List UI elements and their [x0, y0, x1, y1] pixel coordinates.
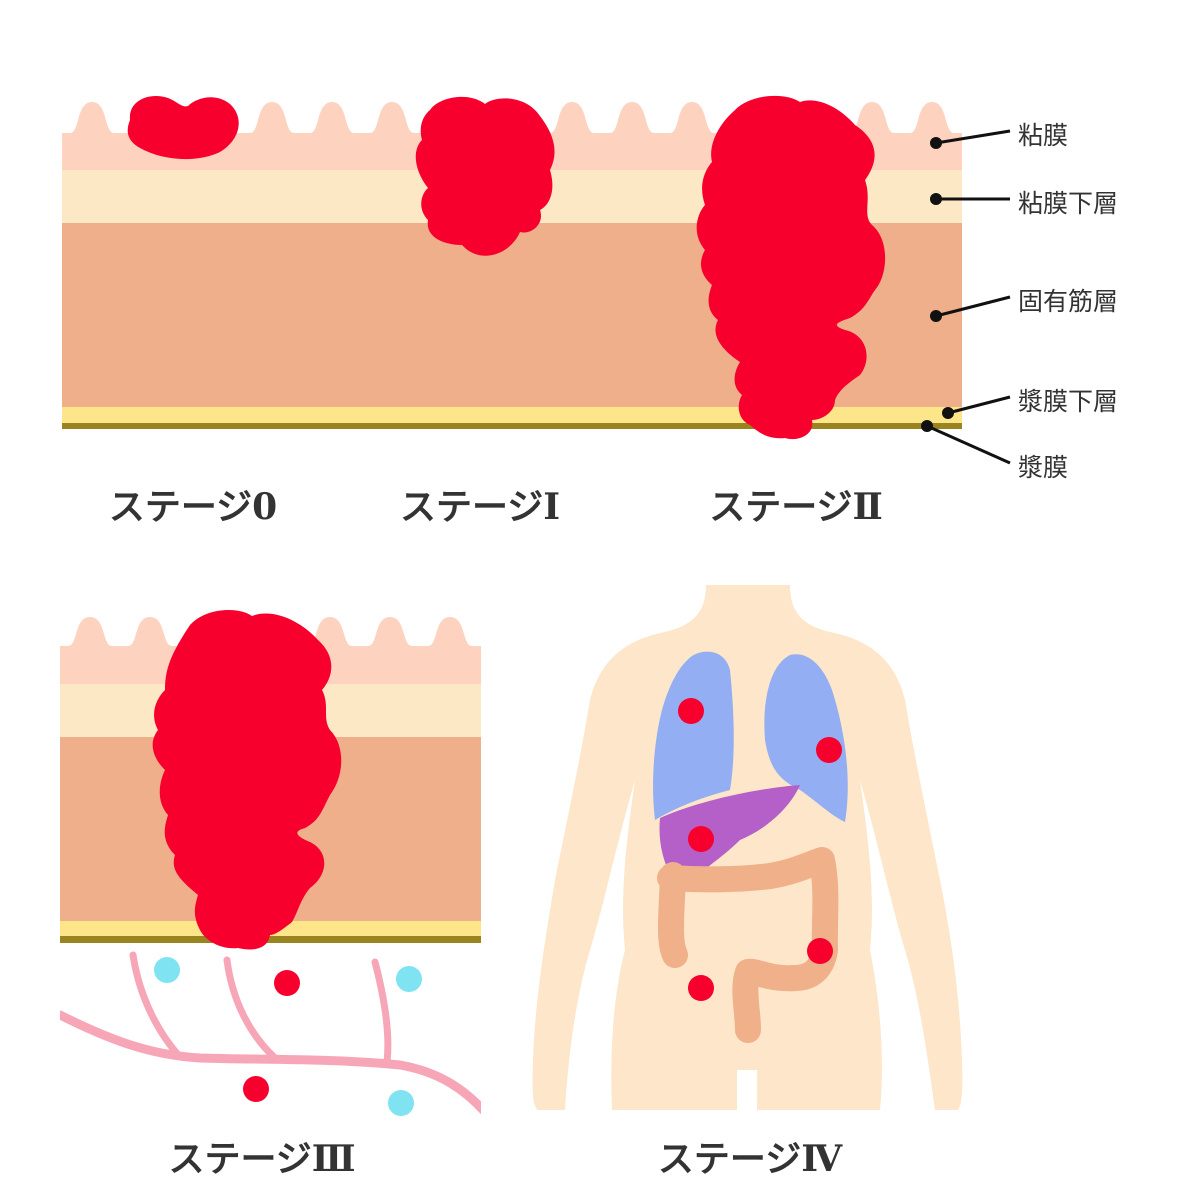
lung-left — [764, 654, 848, 822]
leader-dots — [921, 137, 954, 432]
serosa-layer — [62, 423, 962, 429]
label-submucosa: 粘膜下層 — [1018, 189, 1119, 218]
tumor-stage-2 — [696, 95, 886, 440]
lung-right — [653, 651, 734, 820]
metastasis-dot — [274, 970, 300, 996]
metastasis-dot — [688, 826, 714, 852]
lymph-vessels — [60, 951, 481, 1115]
lymph-node — [388, 1090, 414, 1116]
stage-2-label: ステージⅡ — [709, 486, 883, 528]
metastasis-dot — [678, 698, 704, 724]
serosa-layer — [60, 936, 481, 943]
lymph-node — [154, 957, 180, 983]
colon — [657, 847, 839, 1043]
subserosa-layer — [62, 407, 962, 424]
label-muscularis-propria: 固有筋層 — [1018, 287, 1119, 316]
metastasis-dot — [688, 975, 714, 1001]
body-silhouette — [532, 585, 963, 1110]
stage-1-label: ステージⅠ — [399, 486, 561, 528]
metastasis-dot — [816, 737, 842, 763]
metastasis-dot — [243, 1076, 269, 1102]
label-subserosa: 漿膜下層 — [1018, 387, 1119, 416]
tumor-stage-3 — [152, 609, 342, 950]
label-serosa: 漿膜 — [1018, 453, 1069, 482]
stage-0-label: ステージ0 — [108, 486, 278, 528]
leader-lines — [926, 129, 1011, 465]
tumor-stage-1 — [415, 96, 555, 256]
stage-3-label: ステージⅢ — [168, 1138, 356, 1180]
lymph-node — [396, 966, 422, 992]
stage-4-label: ステージⅣ — [657, 1138, 843, 1180]
metastasis-dot — [807, 938, 833, 964]
tumor-stage-0 — [127, 96, 239, 160]
liver — [659, 785, 800, 892]
label-mucosa: 粘膜 — [1018, 121, 1069, 150]
